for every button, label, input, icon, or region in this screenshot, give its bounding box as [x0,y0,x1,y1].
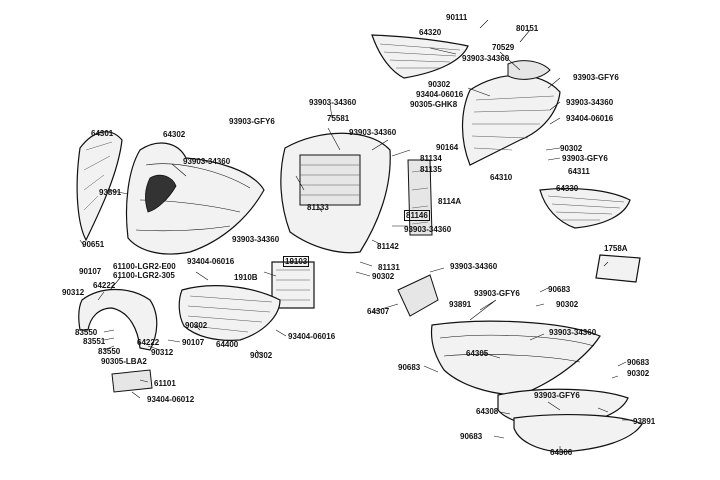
label-93891-a: 93891 [99,188,122,197]
label-81134: 81134 [420,154,442,163]
label-1910b: 1910B [234,273,258,282]
part-19103-shape [271,261,315,309]
part-64306-shape [513,414,643,453]
label-90683-b: 90683 [398,363,421,372]
label-93903-34360-e: 93903-34360 [183,157,231,166]
part-64305-shape [430,320,601,396]
label-81142: 81142 [377,242,399,251]
label-93404-06012: 93404-06012 [147,395,195,404]
label-70529: 70529 [492,43,515,52]
label-90107-b: 90107 [182,338,205,347]
label-93903-34360-a: 93903-34360 [462,54,510,63]
label-90107-a: 90107 [79,267,102,276]
label-90683-d: 90683 [460,432,483,441]
label-93891-b: 93891 [449,300,472,309]
label-61100-lgr2-305: 61100-LGR2-305 [113,271,175,280]
label-64311: 64311 [568,167,590,176]
label-90302-a: 90302 [428,80,451,89]
label-93404-06016-b: 93404-06016 [566,114,614,123]
label-90302-c: 90302 [372,272,395,281]
label-81133: 81133 [307,203,329,212]
label-90302-f: 90302 [250,351,273,360]
label-64302: 64302 [163,130,186,139]
label-19103: 19103 [283,256,310,267]
label-64308: 64308 [476,407,499,416]
label-64310: 64310 [490,173,513,182]
label-61100-lgr2-e00: 61100-LGR2-E00 [113,262,176,271]
label-93903-gfy6-a: 93903-GFY6 [573,73,619,82]
label-90305-ghk8: 90305-GHK8 [410,100,458,109]
label-93903-34360-h: 93903-34360 [450,262,498,271]
label-93404-06016-c: 93404-06016 [187,257,235,266]
label-93903-34360-i: 93903-34360 [549,328,597,337]
label-81146: 81146 [404,210,430,221]
label-83550-a: 83550 [75,328,98,337]
label-90164: 90164 [436,143,459,152]
label-90312-b: 90312 [151,348,174,357]
label-1758a: 1758A [604,244,628,253]
label-90683-c: 90683 [627,358,650,367]
label-81135: 81135 [420,165,442,174]
part-61100-shape [78,289,158,351]
part-64320-shape [371,34,469,79]
label-90683-a: 90683 [548,285,571,294]
label-64306: 64306 [550,448,573,457]
label-64330: 64330 [556,184,579,193]
label-93903-34360-g: 93903-34360 [404,225,452,234]
part-1758a-shape [595,254,641,283]
label-64400: 64400 [216,340,239,349]
part-64301-shape [76,131,123,242]
label-90312-a: 90312 [62,288,85,297]
label-93903-gfy6-b: 93903-GFY6 [229,117,275,126]
part-64307-shape [397,274,439,317]
label-93903-34360-d: 93903-34360 [349,128,397,137]
label-93903-gfy6-d: 93903-GFY6 [474,289,520,298]
label-64307: 64307 [367,307,390,316]
label-90302-g: 90302 [627,369,650,378]
part-61101-shape [111,369,153,393]
label-93903-gfy6-e: 93903-GFY6 [534,391,580,400]
label-90302-d: 90302 [556,300,579,309]
label-64301: 64301 [91,129,114,138]
label-83551: 83551 [83,337,106,346]
label-80151: 80151 [516,24,539,33]
label-93404-06016-d: 93404-06016 [288,332,336,341]
part-leg-shield-panel [299,154,361,206]
part-64330-shape [539,187,631,229]
label-81131: 81131 [378,263,400,272]
label-93903-gfy6-c: 93903-GFY6 [562,154,608,163]
part-64400-shape [178,285,281,341]
label-90302-e: 90302 [185,321,208,330]
label-8114a: 8114A [438,197,462,206]
label-64222-a: 64222 [93,281,116,290]
label-61101: 61101 [154,379,176,388]
label-93903-34360-f: 93903-34360 [232,235,280,244]
label-90111: 90111 [446,13,468,22]
label-75581: 75581 [327,114,350,123]
label-90302-b: 90302 [560,144,583,153]
label-93903-34360-b: 93903-34360 [566,98,614,107]
label-93404-06016-a: 93404-06016 [416,90,464,99]
label-90305-lba2: 90305-LBA2 [101,357,147,366]
label-90651: 90651 [82,240,105,249]
label-93891-c: 93891 [633,417,656,426]
label-83550-b: 83550 [98,347,121,356]
label-64222-b: 64222 [137,338,160,347]
label-64305: 64305 [466,349,489,358]
label-93903-34360-c: 93903-34360 [309,98,357,107]
part-64310-shape [461,74,561,166]
label-64320: 64320 [419,28,442,37]
